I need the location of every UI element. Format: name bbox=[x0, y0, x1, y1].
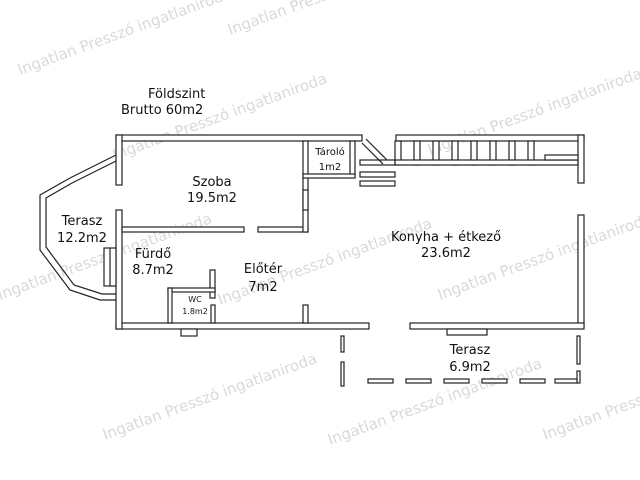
room-wc-name: WC bbox=[188, 295, 202, 304]
windows bbox=[103, 247, 488, 337]
room-szoba-area: 19.5m2 bbox=[187, 191, 237, 206]
watermark-9: Ingatlan Presszó ingatlaniroda bbox=[325, 354, 544, 448]
room-terasz-side-name: Terasz bbox=[61, 214, 103, 229]
room-konyha-area: 23.6m2 bbox=[421, 246, 471, 261]
watermark-10: Ingatlan Presszó ingatlaniroda bbox=[540, 349, 640, 443]
front-terrace-outline bbox=[340, 335, 581, 387]
room-terasz-side-area: 12.2m2 bbox=[57, 231, 107, 246]
level-title: Földszint bbox=[148, 87, 205, 102]
walls bbox=[115, 134, 585, 330]
watermark-2: Ingatlan Presszó ingatlaniroda bbox=[225, 0, 444, 39]
watermark-1: Ingatlan Presszó ingatlaniroda bbox=[15, 0, 234, 79]
watermark-8: Ingatlan Presszó ingatlaniroda bbox=[100, 349, 319, 443]
room-furdo-area: 8.7m2 bbox=[132, 263, 174, 278]
room-terasz-front-area: 6.9m2 bbox=[449, 360, 491, 375]
room-wc-area: 1.8m2 bbox=[182, 307, 208, 316]
room-eloter-area: 7m2 bbox=[248, 280, 277, 295]
room-szoba-name: Szoba bbox=[192, 175, 231, 190]
staircase bbox=[359, 138, 579, 187]
room-eloter-name: Előtér bbox=[244, 262, 283, 277]
room-tarolo-area: 1m2 bbox=[319, 162, 341, 173]
room-konyha-name: Konyha + étkező bbox=[391, 230, 501, 245]
room-terasz-front-name: Terasz bbox=[449, 343, 491, 358]
side-terrace bbox=[39, 154, 117, 301]
gross-area: Brutto 60m2 bbox=[121, 103, 203, 118]
room-tarolo-name: Tároló bbox=[314, 146, 345, 158]
room-furdo-name: Fürdő bbox=[135, 247, 171, 262]
